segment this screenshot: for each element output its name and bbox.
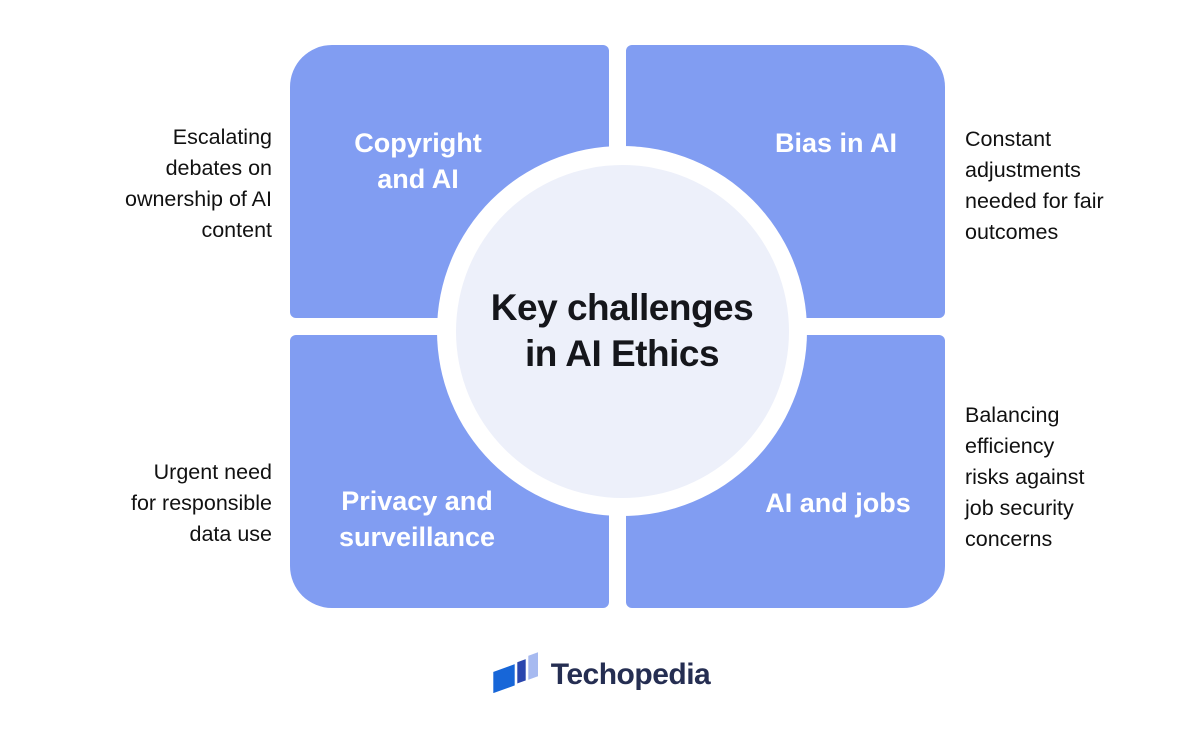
label-privacy-and-surveillance: Privacy and surveillance	[339, 483, 495, 555]
label-line: AI and jobs	[765, 488, 911, 518]
annotation-line: for responsible	[130, 491, 272, 515]
annotation-bias: Constant adjustments needed for fair out…	[965, 124, 1104, 248]
annotation-privacy: Urgent need for responsible data use	[131, 457, 272, 550]
annotation-line: job security	[965, 496, 1074, 520]
annotation-jobs: Balancing efficiency risks against job s…	[965, 400, 1085, 555]
label-bias-in-ai: Bias in AI	[775, 125, 897, 161]
diagram-title-line-1: Key challenges	[490, 287, 754, 328]
annotation-line: data use	[189, 522, 272, 546]
techopedia-logo: Techopedia	[0, 651, 1200, 698]
annotation-line: outcomes	[965, 220, 1059, 244]
annotation-line: Urgent need	[153, 460, 272, 484]
annotation-copyright: Escalating debates on ownership of AI co…	[125, 122, 272, 246]
annotation-line: content	[201, 218, 272, 242]
diagram-title: Key challenges in AI Ethics	[490, 285, 754, 377]
label-line: Privacy and	[341, 486, 493, 516]
annotation-line: concerns	[965, 527, 1053, 551]
annotation-line: risks against	[965, 465, 1085, 489]
label-line: surveillance	[338, 522, 496, 552]
annotation-line: ownership of AI	[124, 187, 272, 211]
annotation-line: Escalating	[172, 125, 272, 149]
annotation-line: efficiency	[965, 434, 1055, 458]
annotation-line: adjustments	[965, 158, 1081, 182]
center-circle: Key challenges in AI Ethics	[455, 164, 789, 498]
diagram-title-line-2: in AI Ethics	[524, 333, 720, 374]
label-line: and AI	[377, 164, 459, 194]
annotation-line: Balancing	[965, 403, 1060, 427]
label-line: Bias in AI	[774, 128, 898, 158]
annotation-line: Constant	[965, 127, 1052, 151]
center-circle-ring: Key challenges in AI Ethics	[437, 146, 807, 516]
label-copyright-and-ai: Copyright and AI	[354, 125, 482, 197]
annotation-line: needed for fair	[965, 189, 1104, 213]
techopedia-logo-text: Techopedia	[550, 657, 711, 691]
label-ai-and-jobs: AI and jobs	[765, 485, 911, 521]
label-line: Copyright	[354, 128, 482, 158]
annotation-line: debates on	[165, 156, 272, 180]
techopedia-pages-icon	[490, 652, 538, 697]
